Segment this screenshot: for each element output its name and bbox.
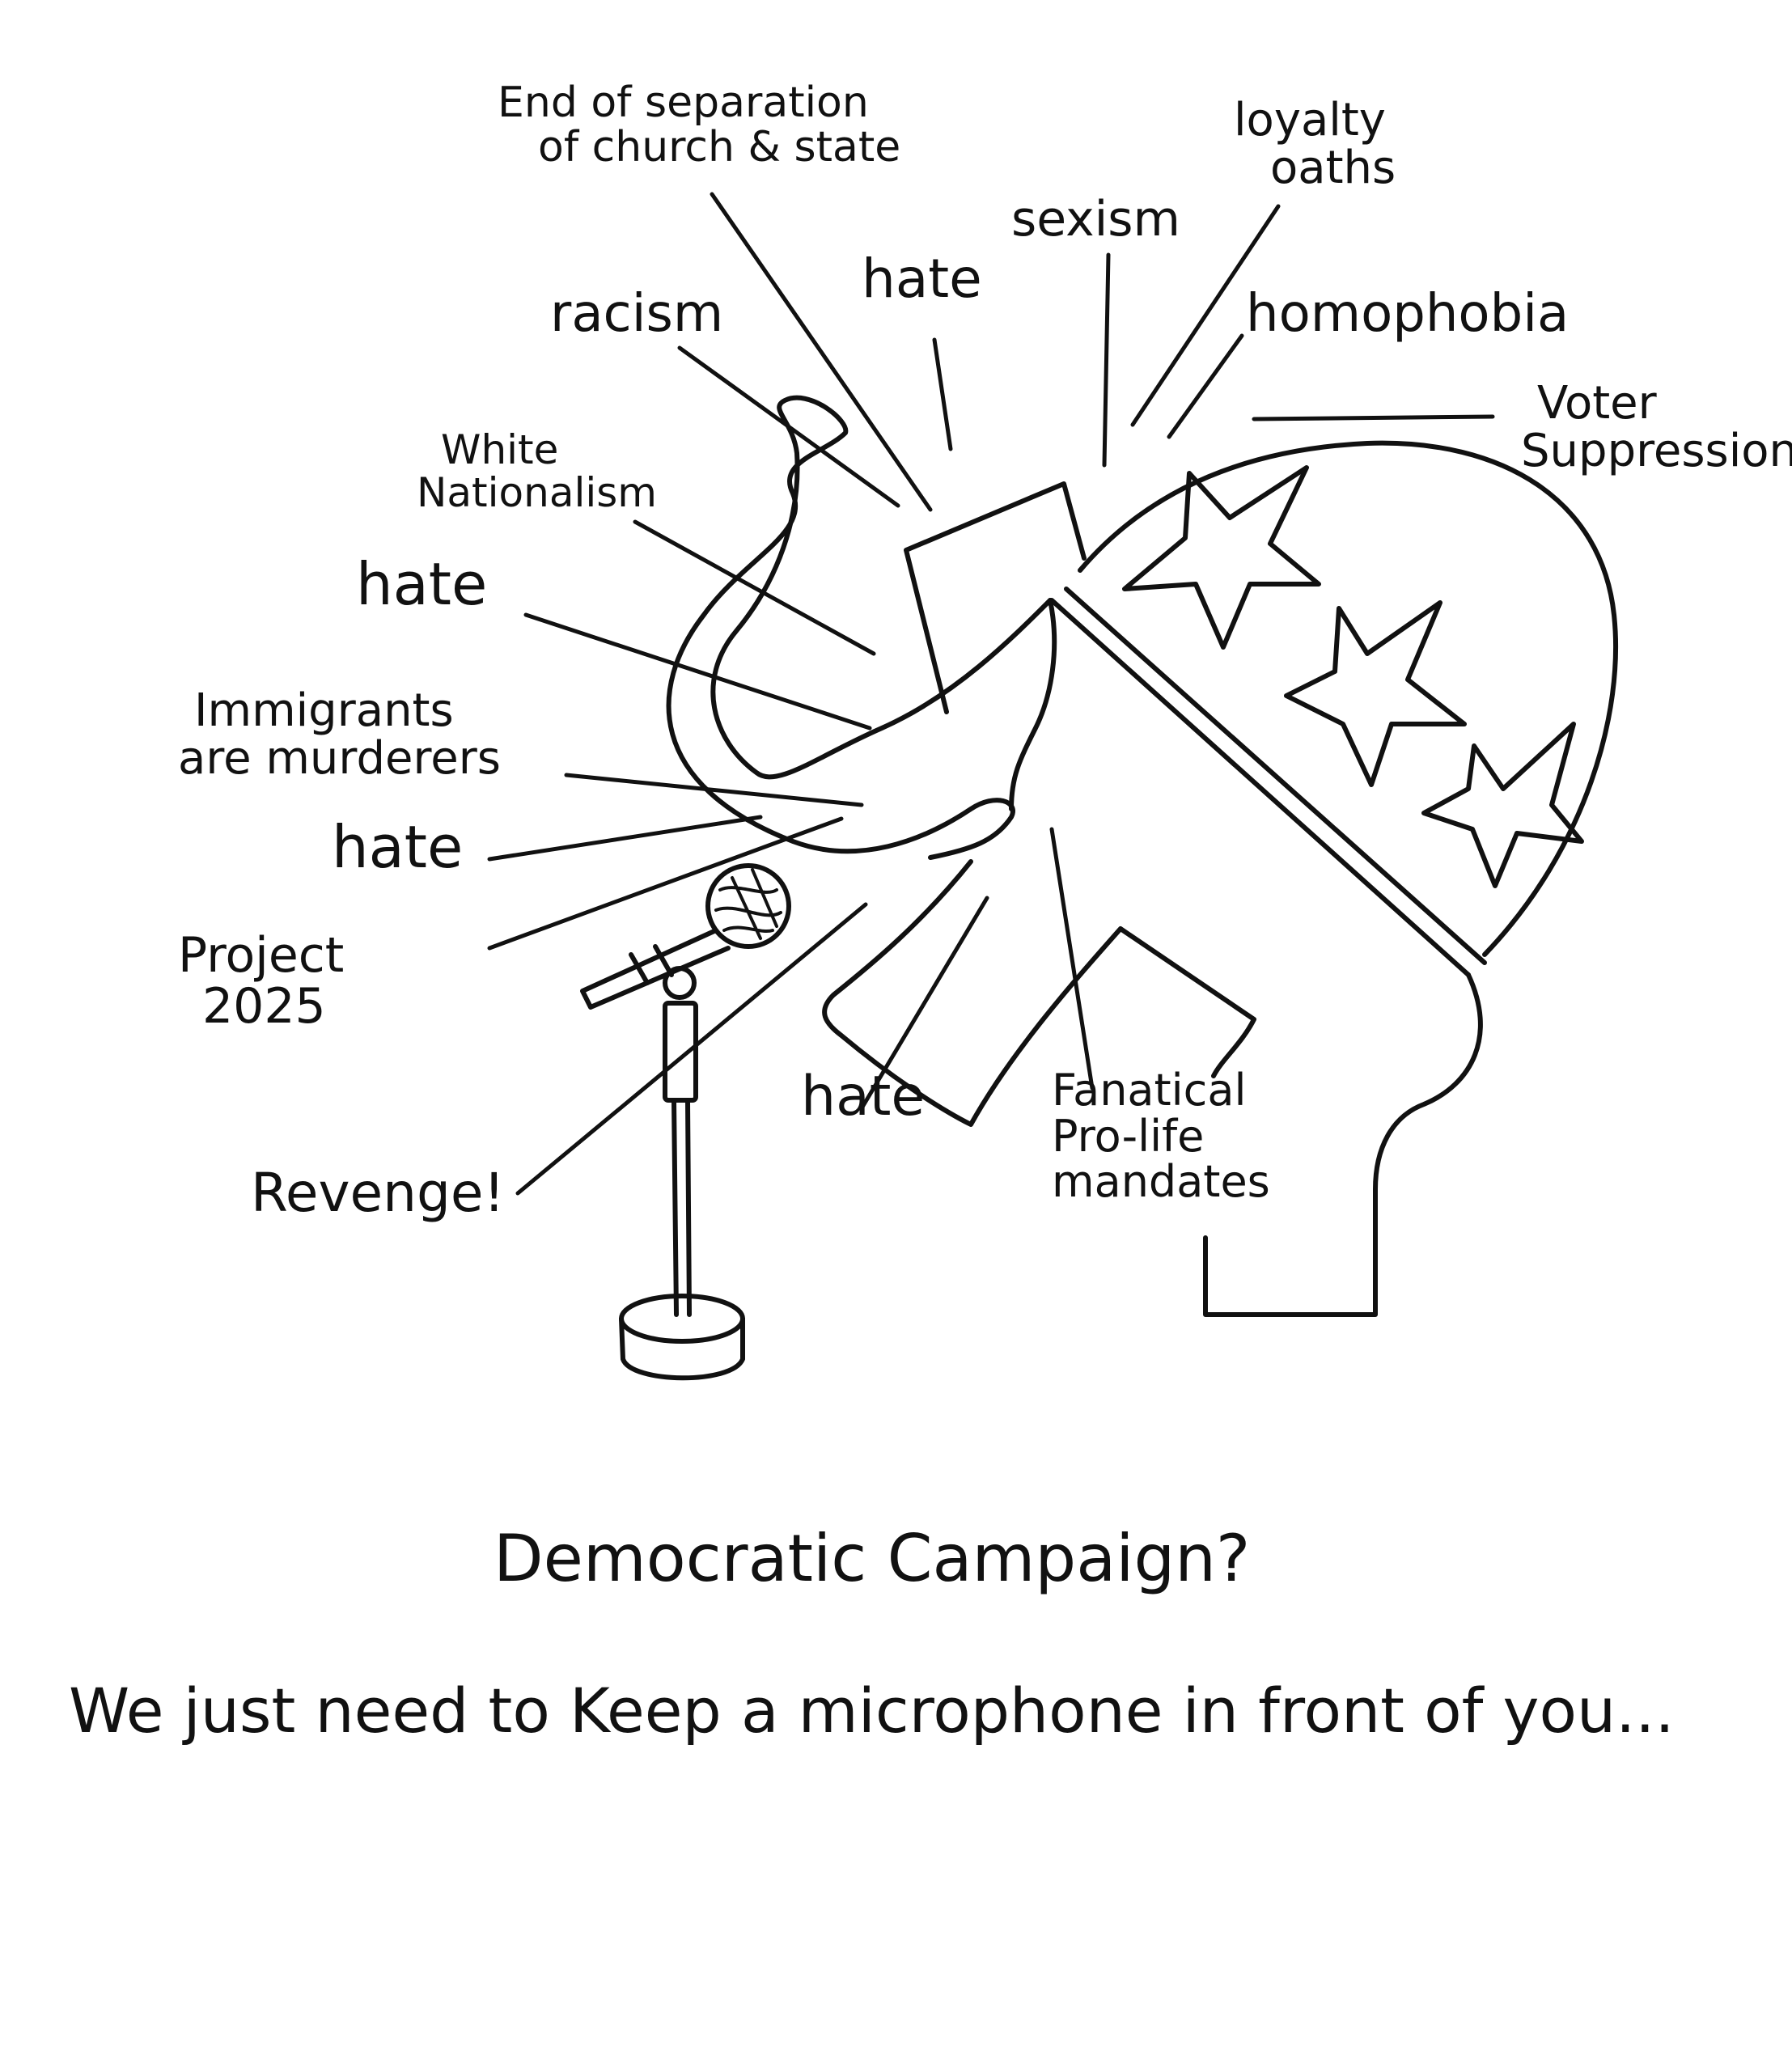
label-hate-top: hate [862, 248, 982, 310]
caption-answer: We just need to Keep a microphone in fro… [69, 1675, 1675, 1747]
leader-line-hate-left [523, 612, 872, 731]
label-prolife-line3: mandates [1052, 1156, 1270, 1208]
label-racism: racism [550, 284, 724, 344]
leader-line-voter [1252, 414, 1495, 421]
leader-line-hate-bottom [859, 896, 989, 1111]
leader-line-white-nat [633, 519, 876, 656]
elephant-leg-front [822, 859, 1256, 1127]
elephant-trunk [666, 395, 1053, 860]
label-church-state-line1: End of separation [498, 78, 869, 127]
label-loyalty-line1: loyalty [1234, 94, 1386, 146]
label-sexism: sexism [1011, 191, 1181, 248]
elephant-head [666, 395, 1619, 1317]
label-homophobia: homophobia [1246, 284, 1570, 344]
label-loyalty: loyalty oaths [1234, 94, 1396, 194]
microphone-base-side [619, 1316, 745, 1381]
microphone-stand [580, 863, 791, 1381]
label-prolife-line2: Pro-life [1052, 1110, 1205, 1162]
leader-line-church-state [710, 192, 933, 512]
star-icon [1284, 600, 1467, 787]
microphone-head [705, 863, 791, 949]
caption-question: Democratic Campaign? [494, 1521, 1251, 1596]
microphone-grille [714, 868, 782, 940]
star-icon [1122, 465, 1321, 650]
leader-line-homophobia [1167, 333, 1244, 439]
label-white-nationalism-line2: Nationalism [417, 468, 657, 516]
leader-line-revenge [515, 902, 868, 1196]
leader-line-sexism [1102, 252, 1111, 468]
elephant-neck [1203, 972, 1483, 1317]
leader-line-hate-top [932, 337, 953, 451]
label-project-line1: Project [178, 927, 345, 984]
label-loyalty-line2: oaths [1270, 141, 1396, 194]
label-hate-bottom: hate [801, 1065, 926, 1129]
elephant-ear [904, 481, 1087, 714]
leader-line-loyalty [1130, 204, 1281, 427]
leader-line-hate-mid [487, 815, 763, 862]
microphone-pole [671, 1098, 692, 1317]
elephant-mouth [1009, 598, 1057, 811]
elephant-head-edge-inner [1049, 598, 1471, 977]
elephant-head-dome [1078, 440, 1619, 957]
label-voter-line2: Suppression [1521, 424, 1792, 477]
label-revenge: Revenge! [251, 1162, 505, 1224]
microphone-base-top [619, 1294, 745, 1344]
label-project-2025: Project 2025 [178, 930, 344, 1032]
label-hate-left: hate [356, 550, 488, 618]
label-church-state: End of separation of church & state [498, 81, 900, 169]
leader-line-racism [677, 345, 900, 508]
elephant-head-edge [1064, 587, 1487, 965]
label-church-state-line2: of church & state [538, 122, 901, 172]
label-immigrants-line1: Immigrants [194, 684, 454, 737]
label-immigrants: Immigrants are murderers [178, 684, 501, 785]
label-project-line2: 2025 [202, 978, 326, 1035]
label-prolife-line1: Fanatical [1052, 1065, 1247, 1116]
microphone-arm [580, 928, 731, 1010]
label-hate-mid: hate [332, 813, 464, 881]
label-voter: Voter Suppression [1521, 377, 1792, 477]
label-voter-line1: Voter [1537, 377, 1657, 430]
label-white-nationalism: White Nationalism [417, 429, 657, 514]
label-prolife: Fanatical Pro-life mandates [1052, 1065, 1270, 1208]
leader-line-prolife [1049, 827, 1095, 1091]
label-immigrants-line2: are murderers [178, 731, 501, 785]
microphone-joint [663, 966, 697, 1000]
label-white-nationalism-line1: White [441, 426, 559, 473]
star-icon [1421, 722, 1584, 888]
microphone-pole-sleeve [663, 1001, 698, 1103]
leader-line-project [487, 816, 844, 951]
elephant-stars [1122, 465, 1584, 888]
leader-line-immigrants [564, 773, 864, 807]
leader-lines [487, 192, 1495, 1196]
